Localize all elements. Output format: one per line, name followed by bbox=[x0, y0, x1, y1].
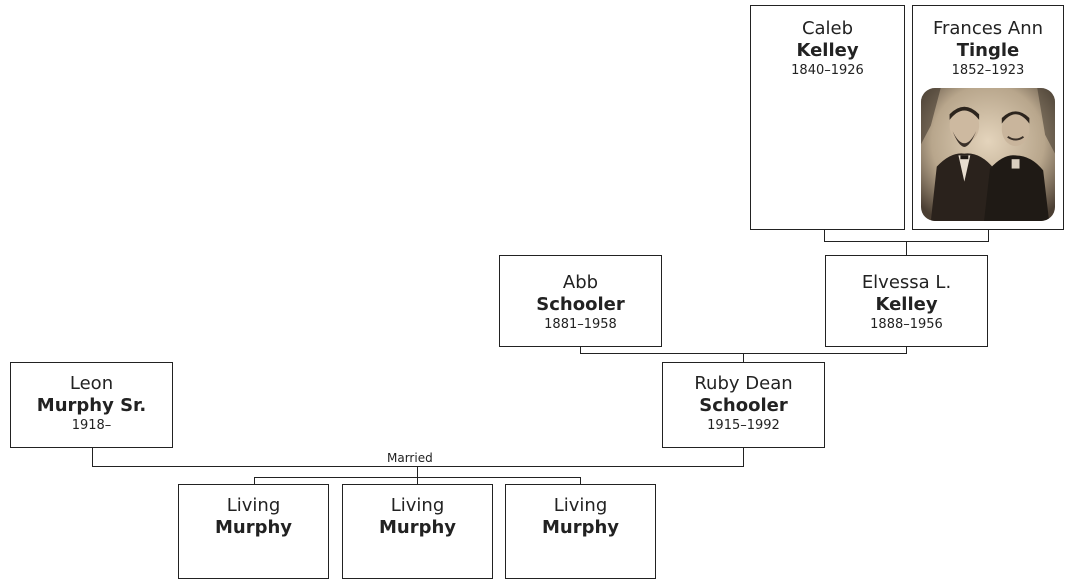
connector-child-2 bbox=[417, 477, 418, 485]
surname: Schooler bbox=[699, 395, 788, 416]
given-name: Ruby Dean bbox=[694, 373, 793, 394]
person-card-frances-ann-tingle[interactable]: Frances Ann Tingle 1852–1923 bbox=[912, 5, 1064, 230]
given-name: Living bbox=[553, 495, 608, 516]
surname: Schooler bbox=[536, 294, 625, 315]
connector-frances-down bbox=[988, 229, 989, 242]
surname: Murphy bbox=[541, 517, 620, 538]
connector-caleb-down bbox=[824, 229, 825, 242]
person-card-ruby-dean-schooler[interactable]: Ruby Dean Schooler 1915–1992 bbox=[662, 362, 825, 448]
connector-to-children bbox=[417, 466, 418, 478]
person-card-child[interactable]: Living Murphy bbox=[178, 484, 329, 579]
given-name: Living bbox=[390, 495, 445, 516]
surname: Kelley bbox=[796, 40, 859, 61]
person-card-caleb-kelley[interactable]: Caleb Kelley 1840–1926 bbox=[750, 5, 905, 230]
married-label: Married bbox=[384, 451, 436, 465]
given-name: Living bbox=[226, 495, 281, 516]
connector-to-ruby bbox=[743, 353, 744, 363]
given-name: Caleb bbox=[801, 18, 854, 39]
life-dates: 1918– bbox=[71, 418, 112, 433]
person-card-abb-schooler[interactable]: Abb Schooler 1881–1958 bbox=[499, 255, 662, 347]
connector-abb-down bbox=[580, 346, 581, 354]
connector-to-elvessa bbox=[906, 241, 907, 256]
life-dates: 1888–1956 bbox=[870, 317, 943, 332]
person-card-leon-murphy[interactable]: Leon Murphy Sr. 1918– bbox=[10, 362, 173, 448]
given-name: Frances Ann bbox=[932, 18, 1044, 39]
surname: Tingle bbox=[956, 40, 1020, 61]
connector-elvessa-down bbox=[906, 346, 907, 354]
surname: Kelley bbox=[875, 294, 938, 315]
given-name: Leon bbox=[69, 373, 114, 394]
life-dates: 1852–1923 bbox=[951, 63, 1025, 78]
portrait-photo-image bbox=[921, 88, 1055, 221]
life-dates: 1840–1926 bbox=[791, 63, 864, 78]
life-dates: 1915–1992 bbox=[707, 418, 780, 433]
connector-child-1 bbox=[254, 477, 255, 485]
surname: Murphy Sr. bbox=[36, 395, 147, 416]
life-dates: 1881–1958 bbox=[544, 317, 617, 332]
connector-ruby-down bbox=[743, 447, 744, 467]
surname: Murphy bbox=[214, 517, 293, 538]
surname: Murphy bbox=[378, 517, 457, 538]
connector-marriage-bar bbox=[92, 466, 744, 467]
person-card-child[interactable]: Living Murphy bbox=[342, 484, 493, 579]
connector-leon-down bbox=[92, 447, 93, 467]
portrait-photo[interactable] bbox=[921, 88, 1055, 221]
person-card-elvessa-kelley[interactable]: Elvessa L. Kelley 1888–1956 bbox=[825, 255, 988, 347]
person-card-child[interactable]: Living Murphy bbox=[505, 484, 656, 579]
connector-child-3 bbox=[580, 477, 581, 485]
given-name: Abb bbox=[562, 272, 599, 293]
given-name: Elvessa L. bbox=[861, 272, 952, 293]
